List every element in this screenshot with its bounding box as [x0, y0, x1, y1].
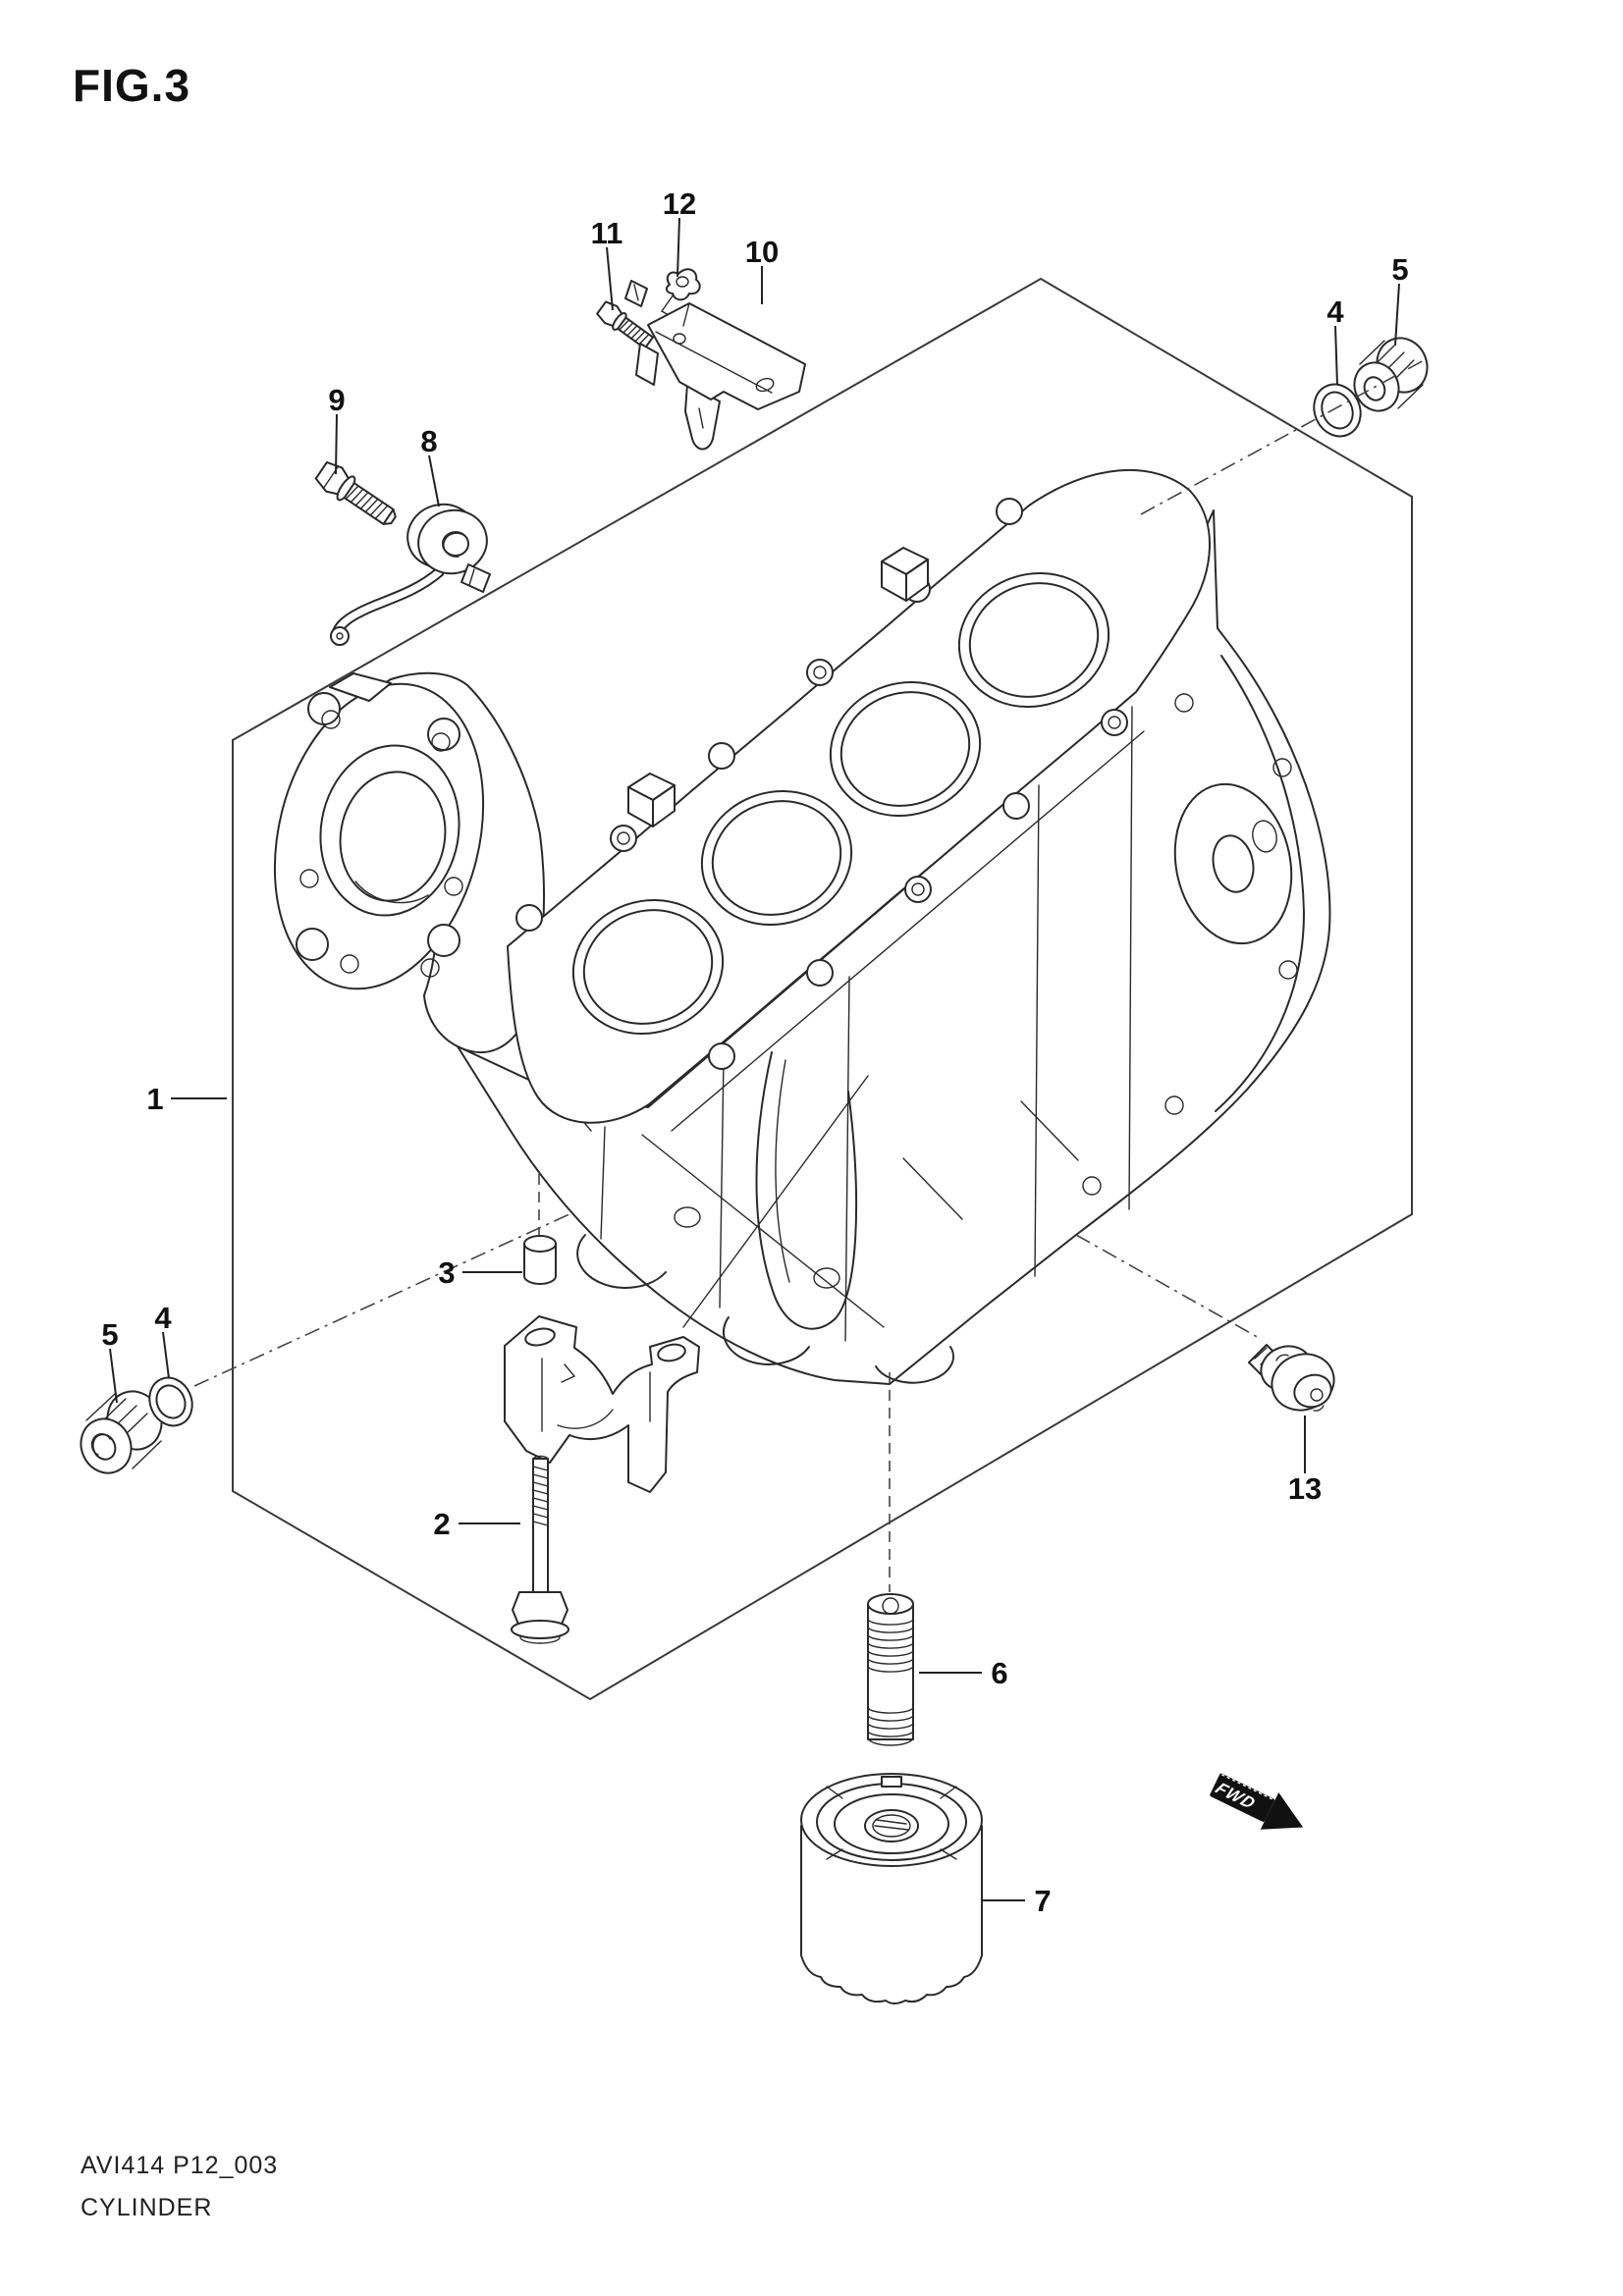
fwd-arrow: FWD: [1210, 1773, 1304, 1830]
leader-lines: [109, 217, 1400, 1901]
part-13-plug: [1248, 1344, 1335, 1412]
part-10-bracket: [624, 280, 806, 451]
bore-3: [829, 680, 982, 818]
callout-5-top: 5: [1391, 252, 1408, 287]
deck-edge-bosses: [627, 547, 929, 828]
bore-2: [700, 789, 853, 927]
callout-4-top: 4: [1326, 294, 1344, 329]
part-7-oil-filter: [800, 1773, 983, 2004]
callout-4-bottom: 4: [154, 1301, 172, 1335]
callout-7: 7: [1034, 1884, 1051, 1918]
bore-1: [571, 898, 725, 1036]
part-3-dowel-pin: [523, 1235, 557, 1285]
part-12-clip: [660, 268, 701, 316]
cylinder-block: [273, 468, 1331, 1385]
right-end-flange: [1082, 655, 1305, 1196]
part-9-bolt: [314, 460, 397, 525]
callout-6: 6: [991, 1656, 1007, 1690]
center-lines: [193, 358, 1427, 1592]
figure-name: CYLINDER: [81, 2194, 213, 2221]
part-8-knock-sensor: [330, 503, 491, 646]
callout-1: 1: [146, 1082, 163, 1116]
figure-footer: AVI414 P12_003 CYLINDER: [81, 2152, 278, 2222]
part-11-bolt: [596, 300, 654, 349]
isometric-bounding-box: [232, 277, 1413, 1701]
callout-9: 9: [328, 383, 345, 417]
part-2-bolt: [511, 1455, 569, 1644]
callout-2: 2: [433, 1507, 450, 1541]
flange-top-tab: [329, 672, 392, 702]
figure-code: AVI414 P12_003: [81, 2152, 279, 2179]
bearing-cap: [504, 1315, 700, 1493]
bore-4: [957, 571, 1110, 709]
part-5-plug-bottom: [80, 1390, 163, 1474]
figure-title: FIG.3: [73, 60, 191, 111]
callout-11: 11: [591, 216, 623, 250]
callout-5-bottom: 5: [101, 1317, 118, 1352]
left-end-flange: [273, 672, 485, 990]
callout-3: 3: [438, 1255, 455, 1290]
part-6-stud: [867, 1593, 914, 1746]
callout-labels: 1 2 3 4 5 4 5 6 7 8 9 10 11 12 13: [101, 187, 1408, 1918]
callout-12: 12: [663, 187, 696, 221]
callout-8: 8: [420, 424, 437, 458]
callout-10: 10: [745, 235, 779, 269]
part-4-oring-bottom: [148, 1376, 193, 1427]
callout-13: 13: [1288, 1471, 1322, 1506]
cylinder-bores: [571, 571, 1110, 1036]
part-4-oring-top: [1313, 383, 1362, 438]
